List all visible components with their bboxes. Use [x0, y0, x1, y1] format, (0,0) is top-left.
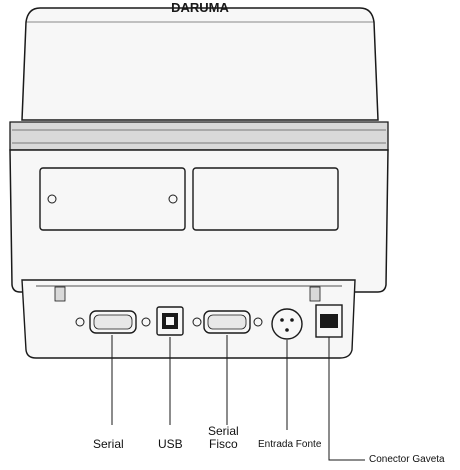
- power-input-port: [271, 308, 303, 340]
- drawer-connector-port: [315, 304, 343, 338]
- brand-logo: DARUMA: [171, 0, 229, 15]
- label-serial-fisco: Serial Fisco: [208, 425, 239, 450]
- serial-port: [75, 310, 151, 334]
- label-serial-fisco-line2: Fisco: [209, 436, 238, 451]
- label-serial: Serial: [93, 437, 124, 451]
- right-tab: [309, 286, 321, 302]
- label-usb: USB: [158, 437, 183, 451]
- label-conector-gaveta: Conector Gaveta: [369, 454, 445, 465]
- left-screw-1: [47, 194, 57, 204]
- drawer-leader: [328, 337, 365, 461]
- label-entrada-fonte: Entrada Fonte: [258, 439, 322, 450]
- usb-port: [156, 306, 184, 336]
- right-cover-plate: [192, 167, 339, 231]
- left-cover-plate: [39, 167, 186, 231]
- left-tab: [54, 286, 66, 302]
- connector-base: [21, 279, 356, 359]
- top-cover: [21, 7, 379, 121]
- label-serial-fisco-line1: Serial: [208, 424, 239, 438]
- serial-fisco-port: [192, 310, 263, 334]
- left-screw-2: [168, 194, 178, 204]
- cover-seam: [9, 121, 389, 151]
